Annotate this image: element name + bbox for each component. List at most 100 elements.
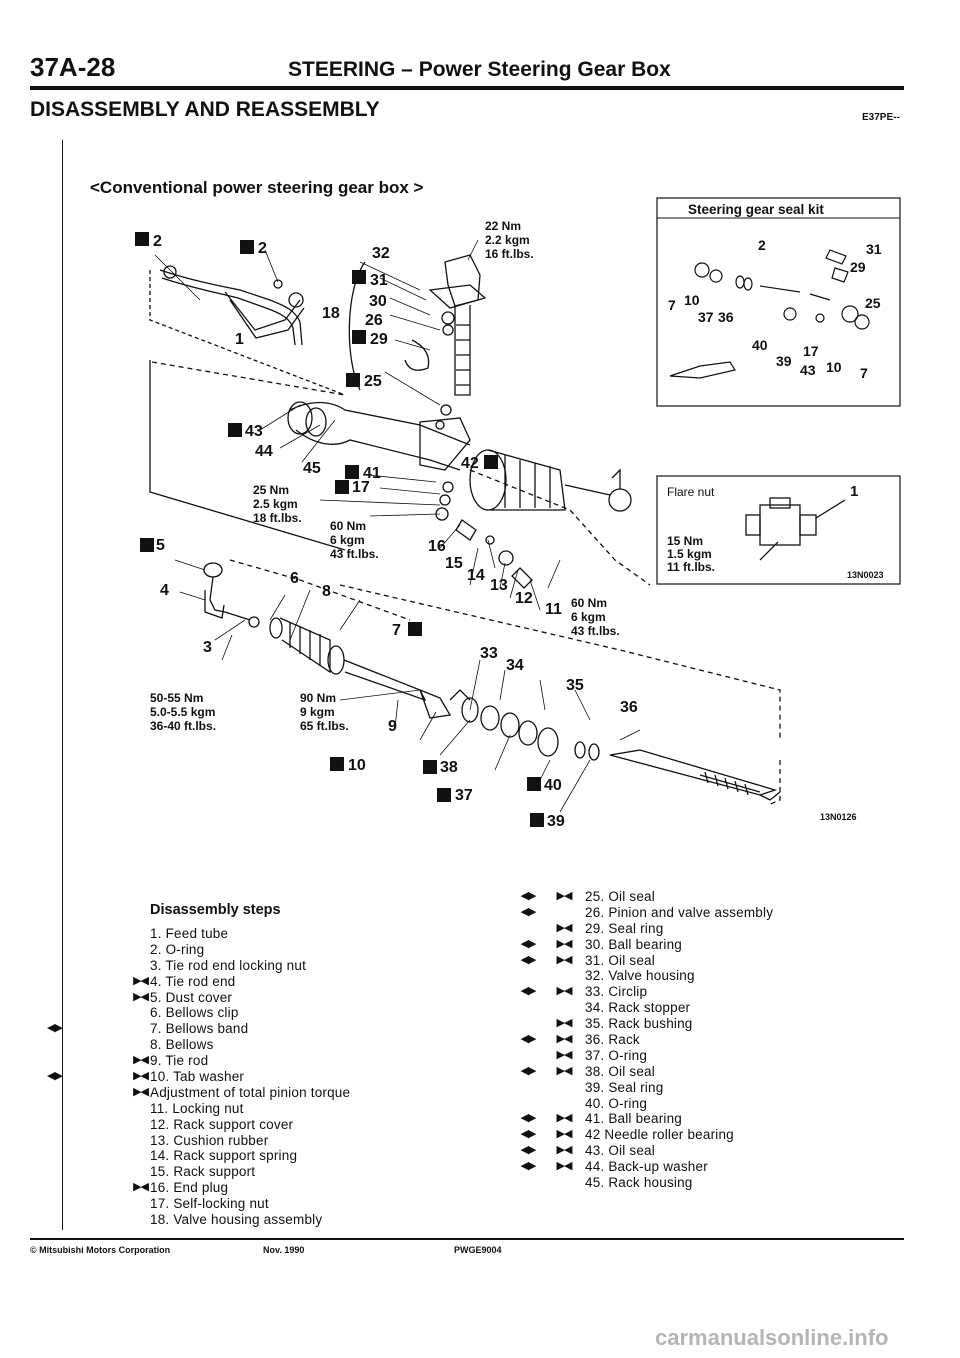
step-mark-remove: ◀▶ [520, 1064, 537, 1077]
footer-date: Nov. 1990 [263, 1245, 305, 1255]
watermark: carmanualsonline.info [655, 1325, 889, 1350]
step-text: 40. O-ring [585, 1095, 648, 1111]
step-text: 2. O-ring [150, 941, 205, 957]
step-mark-remove: ◀▶ [520, 985, 537, 998]
seal-kit-label: 10 [826, 359, 842, 375]
bellows-drawing [269, 617, 427, 702]
callout: 1 [235, 331, 244, 348]
step-mark-install: ▶◀ [556, 1160, 573, 1173]
callout: 29 [370, 331, 388, 348]
step-item: 40. O-ring [510, 1096, 773, 1112]
step-text: 6. Bellows clip [150, 1005, 239, 1021]
step-text: 25. Oil seal [585, 889, 655, 904]
step-item: 45. Rack housing [510, 1175, 773, 1191]
step-item: 15. Rack support [20, 1164, 350, 1180]
torque-spec: 18 ft.lbs. [253, 511, 302, 525]
step-text: 8. Bellows [150, 1037, 214, 1053]
step-text: 7. Bellows band [150, 1021, 249, 1037]
step-text: 4. Tie rod end [150, 973, 236, 989]
step-item: ▶◀16. End plug [20, 1180, 350, 1196]
step-mark-install: ▶◀ [556, 953, 573, 966]
diagram-subtitle: <Conventional power steering gear box > [90, 178, 424, 197]
step-item: ◀▶▶◀38. Oil seal [510, 1064, 773, 1080]
callout: 30 [369, 293, 387, 310]
step-mark-remove: ◀▶ [520, 1128, 537, 1141]
flare-nut-drawing [745, 497, 846, 561]
steps-list-right: ◀▶ ▶◀ 25. Oil seal ◀▶ 26. Pinion and valve … [510, 889, 773, 1191]
margin-rule [62, 140, 63, 1230]
callout: 31 [370, 272, 388, 289]
step-text: Adjustment of total pinion torque [150, 1084, 351, 1100]
step-mark-remove: ◀▶ [47, 1070, 63, 1083]
torque-spec: 6 kgm [571, 610, 606, 624]
callout: 4 [160, 582, 169, 599]
step-text: 13. Cushion rubber [150, 1132, 269, 1148]
callout: 25 [364, 373, 382, 390]
step-item: 2. O-ring [20, 942, 350, 958]
step-item: ◀▶▶◀33. Circlip [510, 984, 773, 1000]
callout: 15 [445, 555, 463, 572]
section-title: STEERING – Power Steering Gear Box [288, 58, 671, 81]
step-mark-remove: ◀▶ [520, 1144, 537, 1157]
step-text: 9. Tie rod [150, 1053, 209, 1069]
step-text: 36. Rack [585, 1032, 640, 1048]
step-text: 32. Valve housing [585, 968, 695, 984]
step-item: ◀▶▶◀41. Ball bearing [510, 1111, 773, 1127]
callout: 10 [348, 757, 366, 774]
footer-copyright: © Mitsubishi Motors Corporation [30, 1245, 171, 1255]
step-item: ▶◀4. Tie rod end [20, 974, 350, 990]
step-text: 5. Dust cover [150, 989, 233, 1005]
seal-kit-label: 29 [850, 259, 866, 275]
flare-nut-panel: Flare nut 1 15 Nm 1.5 kgm 11 ft.lbs. 13N… [656, 475, 901, 585]
step-mark-remove [20, 1180, 89, 1196]
flare-nut-torque: 11 ft.lbs. [667, 560, 715, 574]
callout: 41 [363, 465, 381, 482]
steps-list-left: 1. Feed tube 2. O-ring 3. Tie rod end lo… [20, 926, 350, 1228]
step-text: 37. O-ring [585, 1047, 648, 1063]
step-mark-install: ▶◀ [133, 974, 149, 987]
step-item: ◀▶ ▶◀ 36. Rack [510, 1032, 773, 1048]
page-number: 37A-28 [30, 52, 116, 82]
step-mark-install: ▶◀ [556, 1033, 573, 1046]
feed-tube-drawing [159, 265, 305, 346]
step-text: 35. Rack bushing [585, 1016, 693, 1032]
step-item: ▶◀ 37. O-ring [510, 1048, 773, 1064]
step-item: ▶◀Adjustment of total pinion torque [20, 1085, 350, 1101]
step-text: 39. Seal ring [585, 1079, 664, 1095]
step-text: 16. End plug [150, 1180, 229, 1196]
step-mark-remove [20, 1085, 89, 1101]
callout: 37 [455, 787, 473, 804]
step-item: 18. Valve housing assembly [20, 1212, 350, 1228]
step-text: 26. Pinion and valve assembly [585, 904, 774, 920]
step-mark-install: ▶◀ [556, 1048, 573, 1061]
footer-rule [30, 1238, 904, 1240]
callout: 2 [258, 240, 267, 257]
step-item: ◀▶▶◀44. Back-up washer [510, 1159, 773, 1175]
step-mark-remove [510, 1048, 546, 1064]
step-mark-install: ▶◀ [133, 1181, 149, 1194]
step-mark-remove: ◀▶ [520, 1033, 537, 1046]
step-item: 1. Feed tube [20, 926, 350, 942]
seal-kit-title: Steering gear seal kit [688, 202, 824, 217]
flare-nut-torque: 15 Nm [667, 534, 703, 548]
callout: 44 [255, 443, 273, 460]
new-part-markers [135, 232, 544, 827]
step-text: 44. Back-up washer [585, 1159, 708, 1175]
step-text: 18. Valve housing assembly [150, 1212, 323, 1228]
callout: 5 [156, 537, 165, 554]
step-mark-install [89, 1021, 150, 1037]
step-item: ◀▶▶◀42 Needle roller bearing [510, 1127, 773, 1143]
steps-heading: Disassembly steps [150, 902, 281, 918]
step-item: 39. Seal ring [510, 1080, 773, 1096]
step-item: 11. Locking nut [20, 1101, 350, 1117]
torque-spec: 60 Nm [571, 596, 607, 610]
step-mark-install: ▶◀ [556, 1112, 573, 1125]
step-mark-install: ▶◀ [556, 1128, 573, 1141]
valve-housing-drawing [404, 254, 487, 430]
step-item: ▶◀29. Seal ring [510, 921, 773, 937]
callout: 40 [544, 777, 562, 794]
seal-kit-label: 31 [866, 241, 882, 257]
step-item: 17. Self-locking nut [20, 1196, 350, 1212]
callout: 9 [388, 718, 397, 735]
